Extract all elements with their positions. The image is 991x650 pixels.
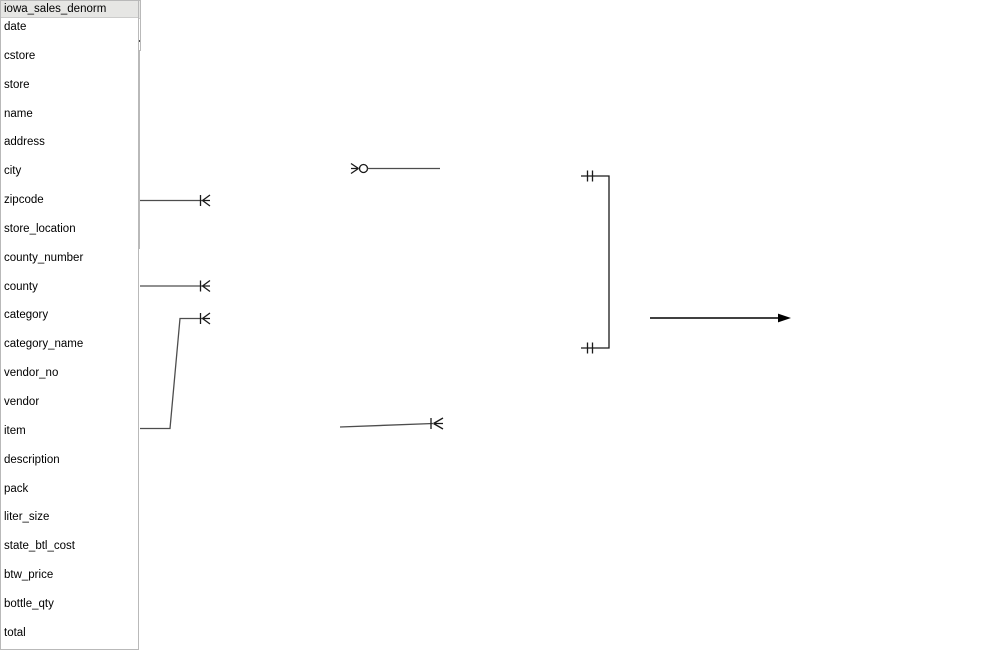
relation-category-sales bbox=[140, 194, 211, 207]
field-row: description bbox=[4, 453, 60, 466]
field-row: category bbox=[4, 309, 49, 322]
crows-foot-icon bbox=[202, 279, 211, 293]
field-row: liter_size bbox=[4, 511, 50, 524]
field-row: date bbox=[4, 21, 27, 33]
field-row: city bbox=[4, 165, 22, 178]
crows-foot-icon bbox=[350, 162, 359, 175]
relation-county-store bbox=[339, 417, 444, 430]
zero-circle-icon bbox=[358, 163, 369, 174]
field-row: county bbox=[4, 280, 38, 293]
transform-arrow-icon bbox=[650, 313, 791, 323]
field-row: address bbox=[4, 136, 45, 149]
field-row: total bbox=[4, 626, 26, 639]
field-row: cstore bbox=[4, 49, 36, 62]
field-row: category_name bbox=[4, 338, 84, 351]
field-row: county_number bbox=[4, 251, 84, 264]
relation-vendor-sales bbox=[140, 279, 211, 293]
field-row: vendor_no bbox=[4, 367, 59, 380]
field-row: store bbox=[4, 78, 30, 91]
crows-foot-icon bbox=[433, 417, 444, 430]
relation-sales-convenience-store bbox=[350, 162, 440, 175]
field-row: name bbox=[4, 107, 33, 120]
field-row: vendor bbox=[4, 395, 40, 408]
table-title: iowa_sales_denorm bbox=[1, 1, 138, 18]
field-row: store_location bbox=[4, 222, 76, 235]
relation-convenience-store-store bbox=[581, 170, 610, 354]
field-row: state_btl_cost bbox=[4, 540, 75, 553]
crows-foot-icon bbox=[202, 194, 211, 207]
field-row: btw_price bbox=[4, 569, 54, 582]
field-row: item bbox=[4, 424, 26, 437]
field-row: zipcode bbox=[4, 194, 44, 207]
table-iowa-sales-denorm: iowa_sales_denorm date cstore store name… bbox=[0, 0, 139, 650]
crows-foot-icon bbox=[202, 312, 211, 325]
relation-item-sales bbox=[140, 312, 211, 430]
field-row: bottle_qty bbox=[4, 597, 54, 610]
field-row: pack bbox=[4, 482, 29, 495]
